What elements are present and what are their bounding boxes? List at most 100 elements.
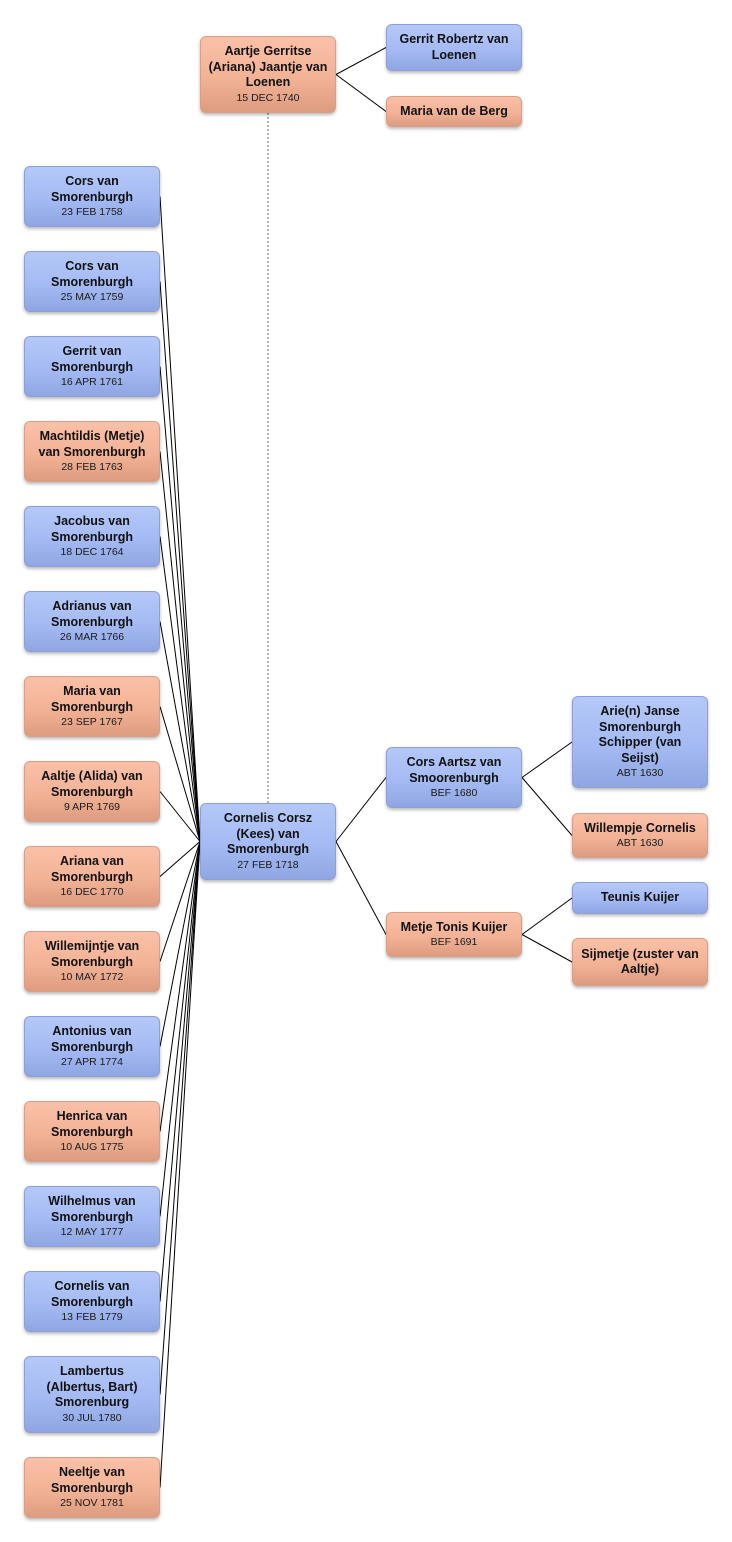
maternal-grandmother-connector <box>521 934 573 963</box>
child-connector <box>159 841 201 1302</box>
child-name: Wilhelmus van Smorenburgh <box>48 1194 136 1224</box>
child-date: 23 SEP 1767 <box>61 716 123 728</box>
child-connector <box>159 706 201 842</box>
mother-connector <box>335 841 387 935</box>
spouse-date: 15 DEC 1740 <box>236 91 300 104</box>
child-box[interactable]: Wilhelmus van Smorenburgh 12 MAY 1777 <box>24 1186 160 1247</box>
child-name: Cornelis van Smorenburgh <box>51 1279 133 1309</box>
mother-name: Metje Tonis Kuijer <box>400 919 508 934</box>
root-person-name: Cornelis Corsz (Kees) van Smorenburgh <box>223 811 313 857</box>
father-name: Cors Aartsz van Smoorenburgh <box>406 755 502 785</box>
child-date: 28 FEB 1763 <box>61 461 123 473</box>
child-date: 12 MAY 1777 <box>60 1226 124 1238</box>
spouse-mother-name: Maria van de Berg <box>400 103 508 118</box>
maternal-grandmother-box[interactable]: Sijmetje (zuster van Aaltje) <box>572 938 708 986</box>
mother-date: BEF 1691 <box>430 936 478 949</box>
paternal-grandfather-connector <box>521 741 573 778</box>
father-box[interactable]: Cors Aartsz van Smoorenburgh BEF 1680 <box>386 747 522 808</box>
child-box[interactable]: Gerrit van Smorenburgh 16 APR 1761 <box>24 336 160 397</box>
child-box[interactable]: Willemijntje van Smorenburgh 10 MAY 1772 <box>24 931 160 992</box>
child-name: Machtildis (Metje) van Smorenburgh <box>38 429 146 459</box>
child-date: 25 MAY 1759 <box>60 291 124 303</box>
paternal-grandfather-name: Arie(n) Janse Smorenburgh Schipper (van … <box>598 704 682 765</box>
child-date: 9 APR 1769 <box>63 801 121 813</box>
child-date: 26 MAR 1766 <box>59 631 125 643</box>
child-connector <box>159 841 201 1047</box>
father-connector <box>335 777 387 842</box>
child-name: Cors van Smorenburgh <box>51 259 133 289</box>
child-name: Jacobus van Smorenburgh <box>51 514 133 544</box>
child-date: 25 NOV 1781 <box>60 1497 124 1509</box>
maternal-grandmother-name: Sijmetje (zuster van Aaltje) <box>581 946 699 977</box>
paternal-grandmother-date: ABT 1630 <box>616 837 664 850</box>
paternal-grandmother-name: Willempje Cornelis <box>584 820 696 835</box>
child-name: Adrianus van Smorenburgh <box>51 599 133 629</box>
maternal-grandfather-connector <box>521 897 573 935</box>
child-box[interactable]: Lambertus (Albertus, Bart) Smorenburg 30… <box>24 1356 160 1433</box>
paternal-grandfather-box[interactable]: Arie(n) Janse Smorenburgh Schipper (van … <box>572 696 708 788</box>
maternal-grandfather-box[interactable]: Teunis Kuijer <box>572 882 708 914</box>
child-box[interactable]: Neeltje van Smorenburgh 25 NOV 1781 <box>24 1457 160 1518</box>
child-connector <box>159 451 201 842</box>
child-name: Willemijntje van Smorenburgh <box>44 939 140 969</box>
child-connector <box>159 841 201 877</box>
spouse-name: Aartje Gerritse (Ariana) Jaantje van Loe… <box>208 44 328 90</box>
spouse-mother-connector <box>335 74 387 112</box>
child-box[interactable]: Maria van Smorenburgh 23 SEP 1767 <box>24 676 160 737</box>
father-date: BEF 1680 <box>430 787 478 799</box>
child-box[interactable]: Antonius van Smorenburgh 27 APR 1774 <box>24 1016 160 1077</box>
child-connector <box>159 621 201 842</box>
child-box[interactable]: Cors van Smorenburgh 23 FEB 1758 <box>24 166 160 227</box>
child-connector <box>159 791 201 842</box>
root-person-box[interactable]: Cornelis Corsz (Kees) van Smorenburgh 27… <box>200 803 336 880</box>
child-name: Aaltje (Alida) van Smorenburgh <box>41 769 143 799</box>
mother-box[interactable]: Metje Tonis Kuijer BEF 1691 <box>386 912 522 957</box>
child-box[interactable]: Ariana van Smorenburgh 16 DEC 1770 <box>24 846 160 907</box>
spouse-father-box[interactable]: Gerrit Robertz van Loenen <box>386 24 522 71</box>
child-date: 10 MAY 1772 <box>60 971 124 983</box>
child-date: 30 JUL 1780 <box>62 1411 122 1424</box>
child-date: 16 APR 1761 <box>61 376 123 388</box>
child-connector <box>159 841 201 1217</box>
root-person-date: 27 FEB 1718 <box>237 858 299 871</box>
child-name: Ariana van Smorenburgh <box>51 854 133 884</box>
paternal-grandmother-box[interactable]: Willempje Cornelis ABT 1630 <box>572 813 708 858</box>
child-name: Antonius van Smorenburgh <box>51 1024 133 1054</box>
spouse-father-name: Gerrit Robertz van Loenen <box>399 32 509 62</box>
spouse-box[interactable]: Aartje Gerritse (Ariana) Jaantje van Loe… <box>200 36 336 113</box>
child-name: Neeltje van Smorenburgh <box>51 1465 133 1495</box>
child-box[interactable]: Cornelis van Smorenburgh 13 FEB 1779 <box>24 1271 160 1332</box>
maternal-grandfather-name: Teunis Kuijer <box>600 890 680 905</box>
paternal-grandfather-date: ABT 1630 <box>616 767 664 779</box>
child-date: 10 AUG 1775 <box>60 1141 124 1153</box>
child-name: Lambertus (Albertus, Bart) Smorenburg <box>46 1364 138 1410</box>
child-name: Cors van Smorenburgh <box>51 174 133 204</box>
child-date: 23 FEB 1758 <box>61 206 123 218</box>
spouse-mother-box[interactable]: Maria van de Berg <box>386 96 522 127</box>
child-date: 18 DEC 1764 <box>60 546 124 558</box>
child-connector <box>159 281 201 842</box>
child-connector <box>159 841 201 1395</box>
child-connector <box>159 536 201 842</box>
child-date: 27 APR 1774 <box>61 1056 123 1068</box>
child-connector <box>159 366 201 842</box>
child-date: 13 FEB 1779 <box>61 1311 123 1323</box>
child-name: Gerrit van Smorenburgh <box>51 344 133 374</box>
paternal-grandmother-connector <box>521 777 573 836</box>
child-connector <box>159 841 201 962</box>
child-box[interactable]: Cors van Smorenburgh 25 MAY 1759 <box>24 251 160 312</box>
child-box[interactable]: Machtildis (Metje) van Smorenburgh 28 FE… <box>24 421 160 482</box>
child-connector <box>159 841 201 1488</box>
child-connector <box>159 841 201 1132</box>
child-date: 16 DEC 1770 <box>60 886 124 898</box>
child-box[interactable]: Jacobus van Smorenburgh 18 DEC 1764 <box>24 506 160 567</box>
child-box[interactable]: Adrianus van Smorenburgh 26 MAR 1766 <box>24 591 160 652</box>
child-name: Henrica van Smorenburgh <box>51 1109 133 1139</box>
child-box[interactable]: Henrica van Smorenburgh 10 AUG 1775 <box>24 1101 160 1162</box>
spouse-father-connector <box>335 47 387 75</box>
child-box[interactable]: Aaltje (Alida) van Smorenburgh 9 APR 176… <box>24 761 160 822</box>
child-connector <box>159 196 201 842</box>
child-name: Maria van Smorenburgh <box>51 684 133 714</box>
